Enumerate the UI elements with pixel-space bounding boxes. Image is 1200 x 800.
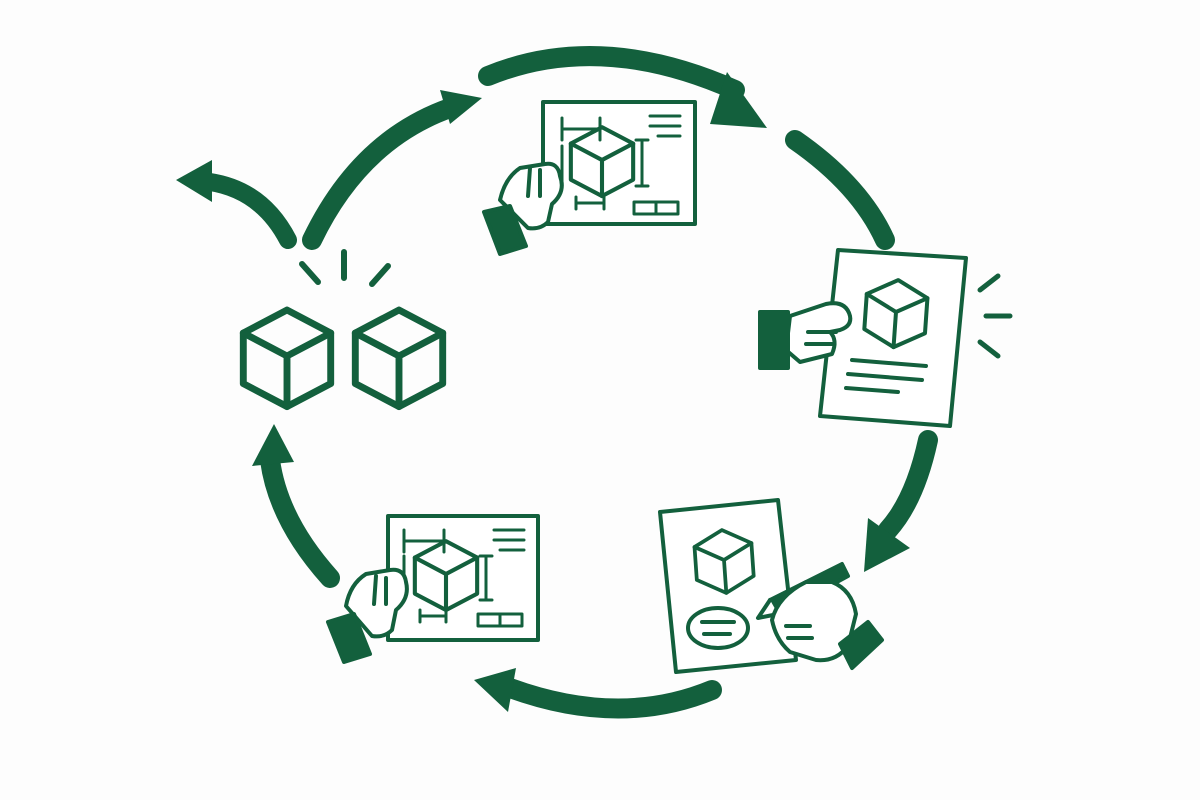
step-design-blueprint — [482, 100, 697, 256]
hand-icon — [326, 567, 409, 664]
step-revise-blueprint — [326, 514, 540, 664]
curved-arrow-icon — [302, 98, 460, 250]
curved-arrow-icon — [478, 46, 745, 100]
arrow-upper-left — [302, 90, 482, 250]
arrow-top — [478, 46, 767, 128]
curved-arrow-icon — [785, 130, 895, 250]
step-deliver-products — [243, 249, 442, 407]
arrow-head — [710, 72, 767, 128]
text-lines — [492, 528, 526, 552]
seal-badge — [686, 606, 750, 650]
hand-icon — [770, 580, 884, 670]
blueprint-sheet — [386, 514, 540, 642]
cube-icon — [243, 310, 330, 407]
step-review-and-sign — [658, 498, 884, 674]
step-present-proposal — [758, 248, 1013, 428]
cube-icon — [355, 310, 442, 407]
text-lines — [648, 114, 682, 138]
arrow-head — [864, 518, 910, 572]
arrow-head — [474, 668, 516, 712]
blueprint-sheet — [541, 100, 697, 226]
arrow-head — [176, 160, 212, 202]
curved-arrow-icon — [500, 678, 722, 719]
exit-arrow-icon — [201, 173, 297, 249]
shine-marks — [977, 273, 1013, 359]
hand-icon — [482, 161, 564, 256]
arrow-lower-right — [864, 430, 938, 572]
arrow-bottom — [474, 668, 722, 719]
text-lines — [844, 358, 928, 394]
curved-arrow-icon — [260, 450, 340, 588]
twin-boxes-icon — [243, 310, 442, 407]
arrow-head — [252, 424, 294, 466]
exit-arrow — [176, 160, 297, 249]
hand-icon — [758, 301, 853, 370]
arrow-right — [785, 130, 895, 250]
burst-marks — [299, 249, 391, 287]
arrow-left — [252, 424, 340, 588]
curved-arrow-icon — [878, 430, 938, 540]
arrow-head — [440, 90, 482, 124]
